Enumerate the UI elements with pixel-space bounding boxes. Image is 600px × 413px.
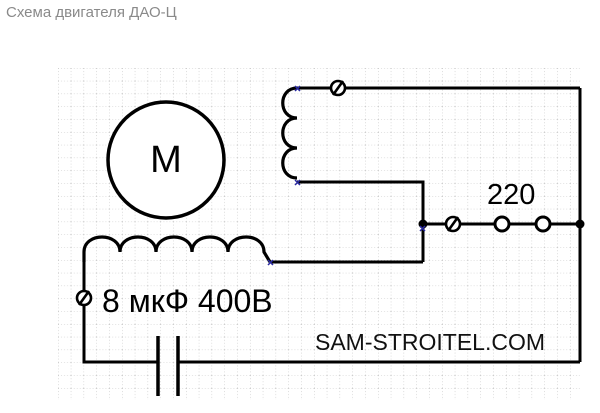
upper-winding — [281, 86, 298, 180]
lower-winding — [82, 235, 272, 263]
terminals — [75, 79, 462, 307]
winding-end-marks — [267, 85, 426, 266]
supply-contacts — [493, 215, 552, 233]
terminal-switch — [444, 215, 462, 233]
capacitor-label: 8 мкФ 400В — [102, 283, 273, 319]
watermark: SAM-STROITEL.COM — [315, 329, 545, 355]
motor-symbol: M — [106, 100, 226, 220]
capacitor-symbol — [156, 336, 180, 396]
diagram-title: Схема двигателя ДАО-Ц — [6, 4, 177, 21]
supply-voltage-label: 220 — [487, 179, 535, 211]
motor-label: M — [150, 139, 182, 181]
terminal-capacitor — [75, 289, 93, 307]
terminal-top — [329, 79, 347, 97]
